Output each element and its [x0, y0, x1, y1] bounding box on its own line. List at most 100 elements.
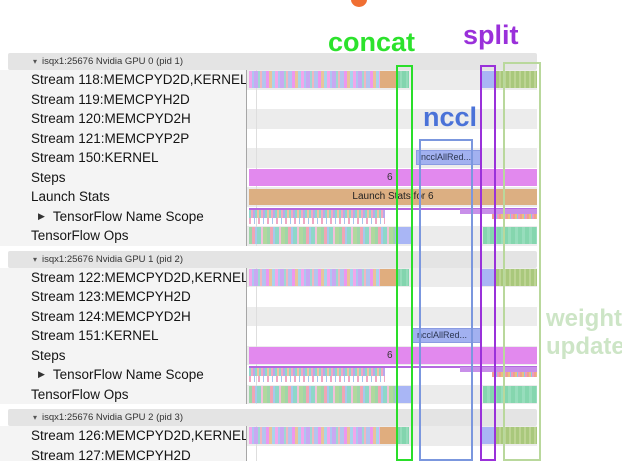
split-highlight-box: [480, 65, 496, 461]
op-event-bar[interactable]: [395, 227, 411, 244]
split-event-bar[interactable]: [481, 427, 496, 444]
memcpy-event-bar[interactable]: [380, 71, 396, 88]
track-timeline: [247, 128, 537, 148]
track-label-stream123[interactable]: Stream 123:MEMCPYH2D: [0, 287, 247, 307]
track-label-steps[interactable]: Steps: [0, 167, 247, 187]
table-row: Stream 124:MEMCPYD2H: [0, 306, 622, 326]
concat-event-bar[interactable]: [396, 427, 409, 444]
name-scope-span-bar[interactable]: [460, 367, 537, 372]
track-label-stream127[interactable]: Stream 127:MEMCPYH2D: [0, 445, 247, 461]
op-event-bar[interactable]: [395, 385, 411, 403]
track-timeline: [247, 287, 537, 307]
track-timeline: [247, 109, 537, 129]
track-label-stream122[interactable]: Stream 122:MEMCPYD2D,KERNEL,MI: [0, 267, 247, 287]
track-label-stream150[interactable]: Stream 150:KERNEL: [0, 148, 247, 168]
table-row: Stream 118:MEMCPYD2D,KERNEL,ME: [0, 70, 622, 90]
track-label-steps[interactable]: Steps: [0, 345, 247, 365]
name-scope-activity-bars[interactable]: [492, 213, 537, 219]
track-timeline: [247, 70, 537, 90]
gpu2-group-header[interactable]: ▾ isqx1:25676 Nvidia GPU 2 (pid 3): [8, 409, 537, 426]
table-row: Stream 150:KERNEL ncclAllRed...: [0, 148, 622, 168]
track-timeline: [247, 89, 537, 109]
track-label-tf-ops[interactable]: TensorFlow Ops: [0, 384, 247, 404]
track-timeline: [247, 226, 537, 246]
collapse-triangle-icon: ▾: [33, 57, 38, 66]
gpu1-group-header[interactable]: ▾ isqx1:25676 Nvidia GPU 1 (pid 2): [8, 250, 537, 268]
track-timeline: [247, 426, 537, 446]
kernel-activity-bars[interactable]: [249, 427, 385, 444]
clipped-orange-annotation-glyph: [351, 0, 367, 7]
track-label-stream121[interactable]: Stream 121:MEMCPYP2P: [0, 128, 247, 148]
kernel-activity-bars[interactable]: [249, 268, 385, 286]
weight-update-event-bars[interactable]: [496, 71, 537, 88]
steps-bar[interactable]: 6: [249, 168, 537, 186]
concat-highlight-box: [396, 65, 413, 461]
track-label-name-scope[interactable]: ▶ TensorFlow Name Scope: [0, 206, 247, 226]
memcpy-event-bar[interactable]: [380, 268, 396, 286]
op-activity-bars[interactable]: [249, 385, 395, 403]
name-scope-span-bar[interactable]: [460, 208, 537, 214]
expand-arrow-icon[interactable]: ▶: [38, 210, 45, 221]
nccl-highlight-box: [419, 139, 473, 461]
track-timeline: 6: [247, 345, 537, 365]
track-timeline: [247, 365, 537, 385]
kernel-activity-bars[interactable]: [249, 71, 385, 88]
table-row: Stream 123:MEMCPYH2D: [0, 287, 622, 307]
name-scope-span-bar[interactable]: [249, 366, 537, 368]
track-timeline: 6: [247, 167, 537, 187]
name-scope-activity-bars[interactable]: [249, 368, 385, 376]
track-timeline: Launch Stats for 6: [247, 187, 537, 207]
track-label-name-scope[interactable]: ▶ TensorFlow Name Scope: [0, 365, 247, 385]
track-label-stream120[interactable]: Stream 120:MEMCPYD2H: [0, 109, 247, 129]
table-row: Launch Stats Launch Stats for 6: [0, 187, 622, 207]
gpu2-group-title: isqx1:25676 Nvidia GPU 2 (pid 3): [42, 412, 184, 423]
step-number: 6: [387, 171, 393, 183]
track-label-stream124[interactable]: Stream 124:MEMCPYD2H: [0, 306, 247, 326]
table-row: Stream 120:MEMCPYD2H: [0, 109, 622, 129]
name-scope-activity-bars[interactable]: [249, 376, 385, 382]
track-label-stream119[interactable]: Stream 119:MEMCPYH2D: [0, 89, 247, 109]
track-timeline: [247, 306, 537, 326]
table-row: Stream 126:MEMCPYD2D,KERNEL,MI: [0, 426, 622, 446]
name-scope-activity-bars[interactable]: [249, 217, 385, 224]
op-event-bar[interactable]: [483, 227, 537, 244]
table-row: ▶ TensorFlow Name Scope: [0, 365, 622, 385]
track-timeline: [247, 445, 537, 461]
weight-update-annotation-label: weight update: [546, 305, 622, 361]
expand-arrow-icon[interactable]: ▶: [38, 369, 45, 380]
steps-bar[interactable]: 6: [249, 346, 537, 364]
track-timeline: [247, 206, 537, 226]
track-timeline: ncclAllRed...: [247, 326, 537, 346]
gpu1-group-title: isqx1:25676 Nvidia GPU 1 (pid 2): [42, 253, 184, 265]
launch-stats-bar[interactable]: Launch Stats for 6: [249, 188, 537, 205]
table-row: Stream 122:MEMCPYD2D,KERNEL,MI: [0, 267, 622, 287]
table-row: Steps 6: [0, 345, 622, 365]
track-timeline: ncclAllRed...: [247, 148, 537, 168]
table-row: Stream 151:KERNEL ncclAllRed...: [0, 326, 622, 346]
gpu0-group-title: isqx1:25676 Nvidia GPU 0 (pid 1): [42, 56, 184, 67]
name-scope-span-bar[interactable]: [249, 207, 537, 210]
track-timeline: [247, 384, 537, 404]
name-scope-activity-bars[interactable]: [492, 372, 537, 377]
name-scope-activity-bars[interactable]: [249, 209, 385, 218]
memcpy-event-bar[interactable]: [380, 427, 396, 444]
weight-update-highlight-box: [503, 62, 541, 461]
op-activity-bars[interactable]: [249, 227, 395, 244]
split-event-bar[interactable]: [481, 71, 496, 88]
concat-event-bar[interactable]: [396, 268, 409, 286]
collapse-triangle-icon: ▾: [33, 413, 38, 422]
concat-annotation-label: concat: [328, 27, 416, 57]
track-label-stream118[interactable]: Stream 118:MEMCPYD2D,KERNEL,ME: [0, 70, 247, 90]
table-row: ▶ TensorFlow Name Scope: [0, 206, 622, 226]
split-event-bar[interactable]: [481, 268, 496, 286]
weight-update-event-bars[interactable]: [496, 268, 537, 286]
op-event-bar[interactable]: [483, 385, 537, 403]
track-label-stream126[interactable]: Stream 126:MEMCPYD2D,KERNEL,MI: [0, 426, 247, 446]
weight-update-event-bars[interactable]: [496, 427, 537, 444]
track-label-tf-ops[interactable]: TensorFlow Ops: [0, 226, 247, 246]
track-label-stream151[interactable]: Stream 151:KERNEL: [0, 326, 247, 346]
concat-event-bar[interactable]: [396, 71, 409, 88]
gpu0-group-header[interactable]: ▾ isqx1:25676 Nvidia GPU 0 (pid 1): [8, 53, 537, 70]
track-label-launch-stats[interactable]: Launch Stats: [0, 187, 247, 207]
